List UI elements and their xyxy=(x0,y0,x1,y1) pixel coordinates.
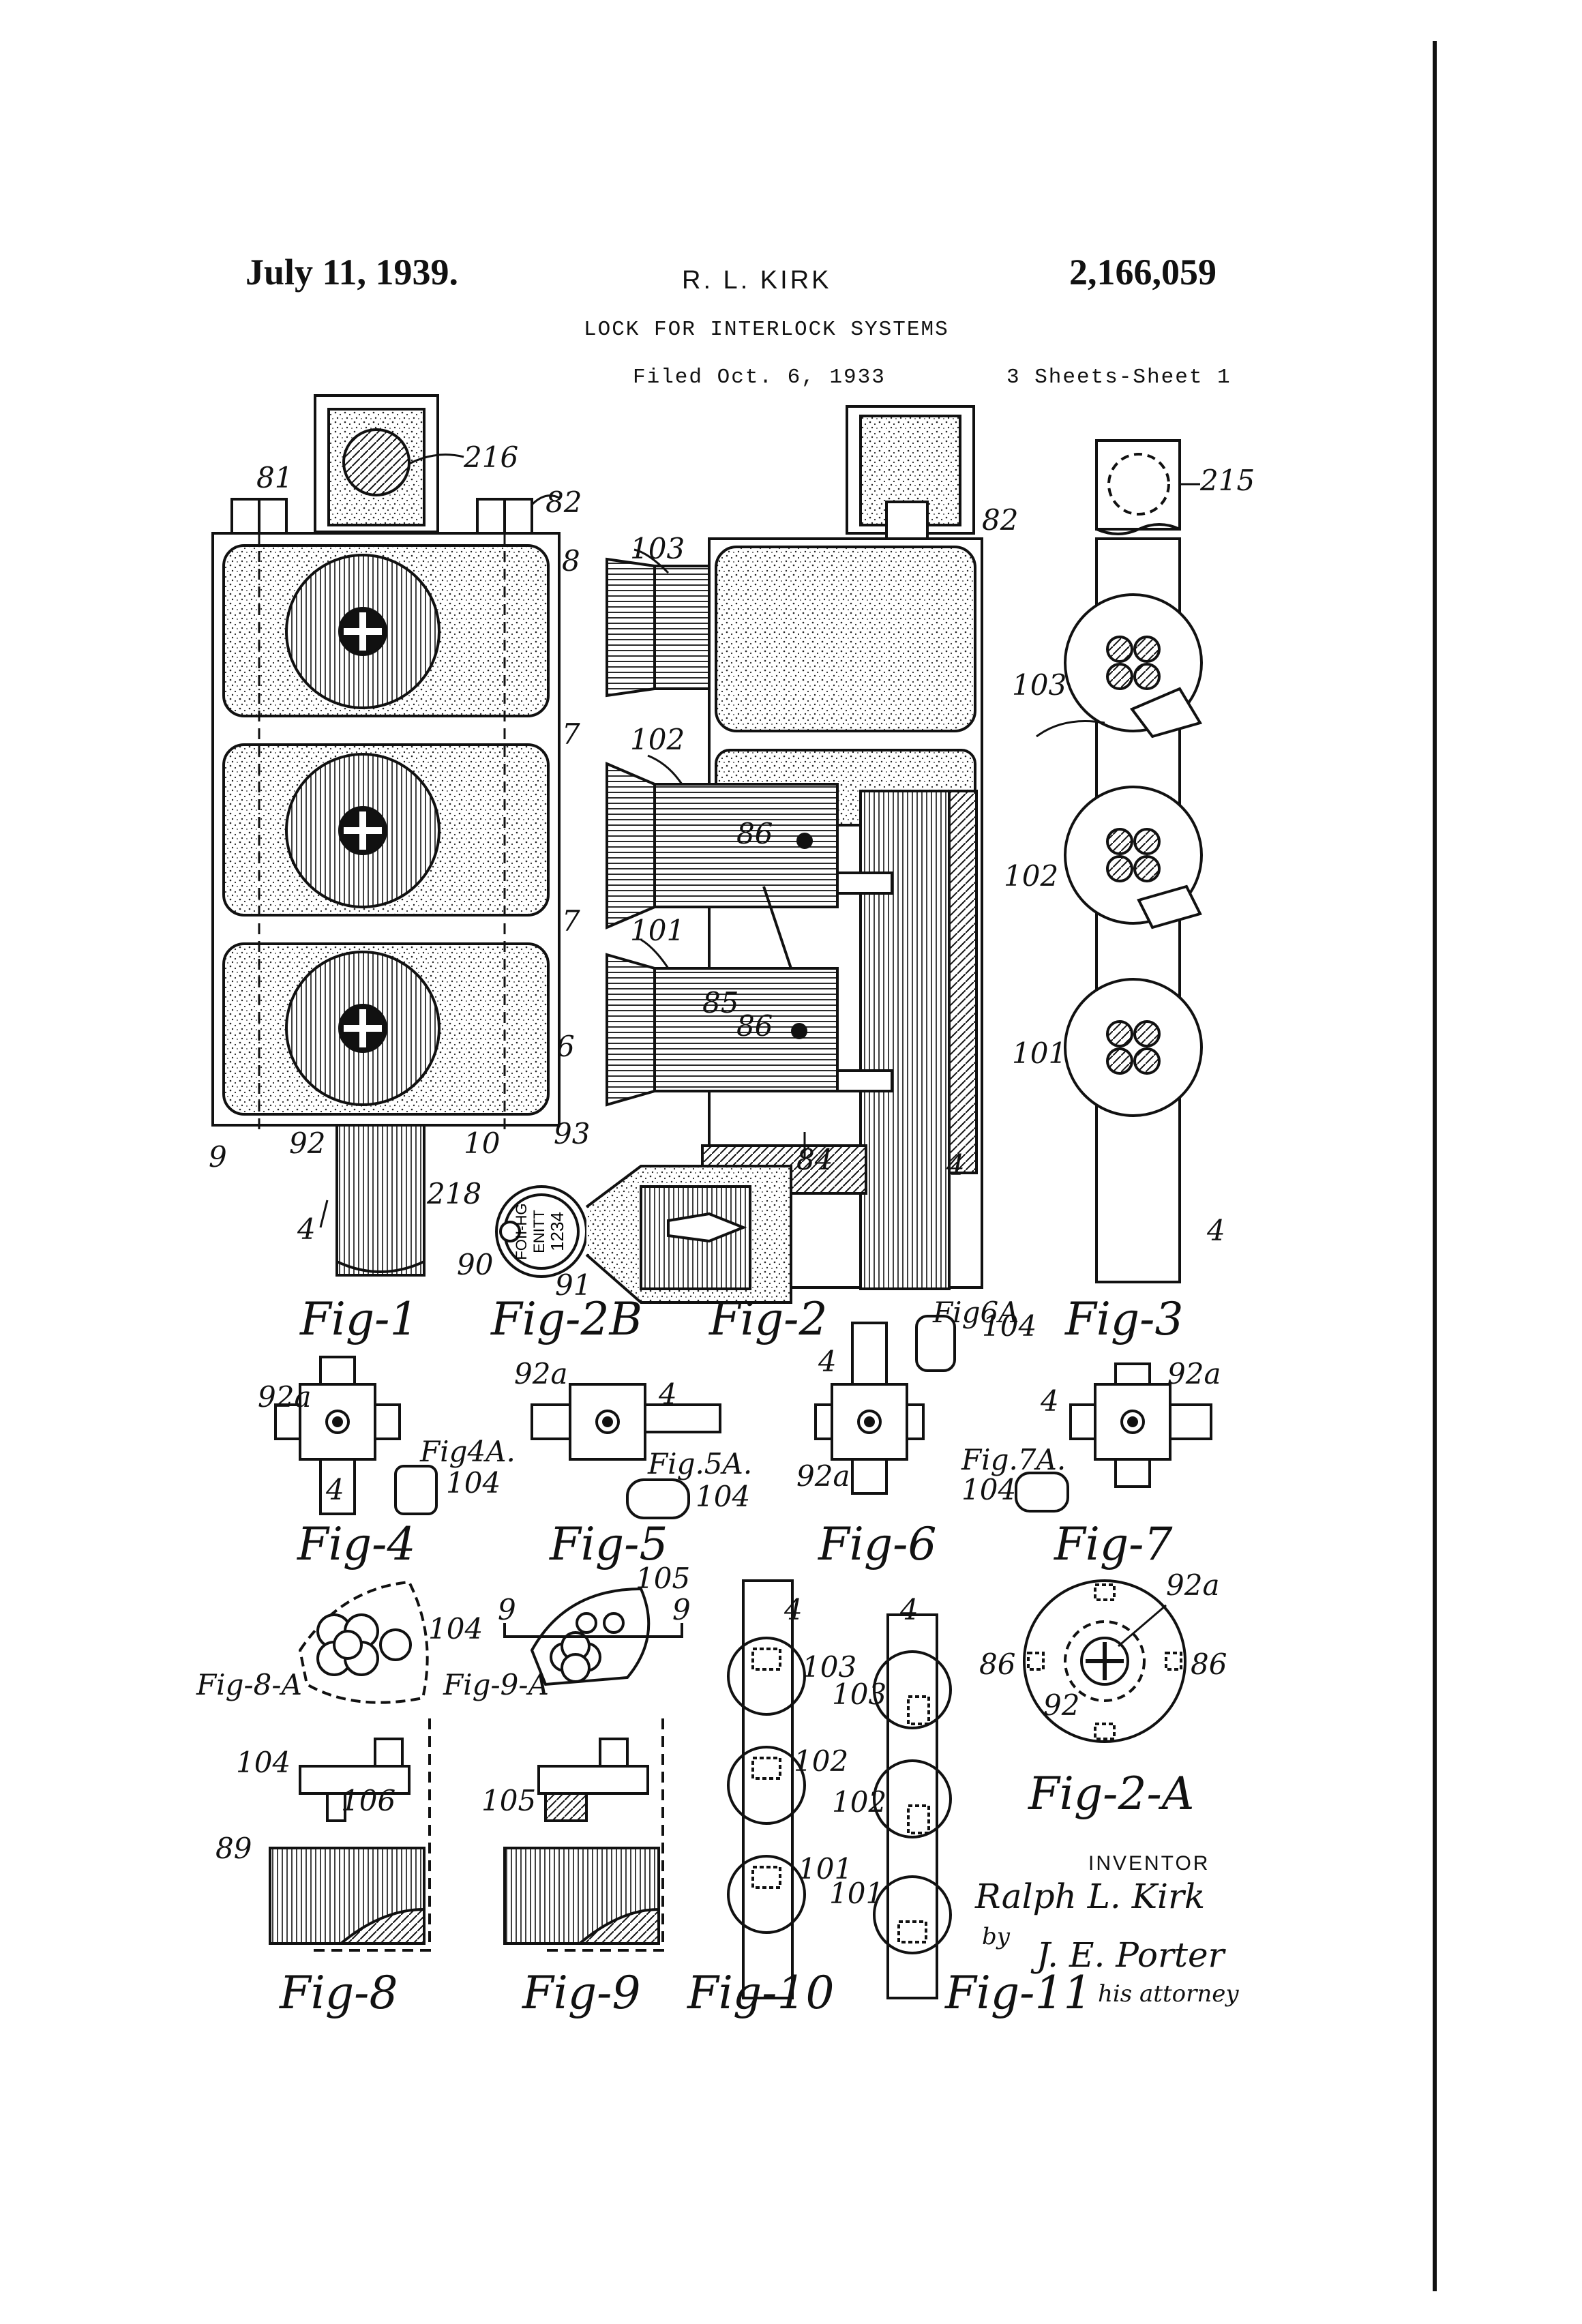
fig6-label: Fig-6 xyxy=(818,1518,936,1570)
ref-101: 101 xyxy=(829,1877,884,1910)
ref-86: 86 xyxy=(736,1009,773,1043)
ref-102: 102 xyxy=(1004,859,1058,893)
ref-10: 10 xyxy=(464,1127,500,1160)
ref-105: 105 xyxy=(636,1562,690,1595)
ref-81: 81 xyxy=(256,461,293,494)
ref-104: 104 xyxy=(236,1746,290,1779)
key-tag-line2: ENITT xyxy=(531,1210,548,1253)
ref-101: 101 xyxy=(1012,1037,1066,1070)
ref-89: 89 xyxy=(215,1832,252,1865)
fig2-label: Fig-2 xyxy=(709,1293,827,1345)
ref-4: 4 xyxy=(659,1377,677,1411)
fig10-label: Fig-10 xyxy=(687,1967,834,2019)
fig1-label: Fig-1 xyxy=(300,1293,418,1345)
fig4a-label: Fig4A. xyxy=(420,1435,516,1468)
ref-102: 102 xyxy=(794,1744,848,1778)
ref-4: 4 xyxy=(900,1593,919,1626)
ref-92a: 92a xyxy=(1167,1357,1221,1390)
ref-82: 82 xyxy=(982,503,1018,537)
ref-86: 86 xyxy=(1191,1648,1227,1681)
ref-92a: 92a xyxy=(258,1380,311,1414)
ref-93: 93 xyxy=(554,1117,590,1150)
ref-216: 216 xyxy=(464,441,518,474)
ref-102: 102 xyxy=(630,723,685,756)
ref-104: 104 xyxy=(446,1466,501,1500)
by-label: by xyxy=(982,1923,1010,1950)
ref-9: 9 xyxy=(672,1593,691,1626)
ref-4: 4 xyxy=(1207,1214,1225,1247)
ref-92a: 92a xyxy=(796,1459,850,1493)
fig2a-label: Fig-2-A xyxy=(1028,1768,1194,1820)
fig7a-label: Fig.7A. xyxy=(961,1443,1066,1476)
fig8a-label: Fig-8-A xyxy=(196,1668,302,1701)
fig8-9-drawings xyxy=(270,1718,663,1950)
ref-106: 106 xyxy=(341,1784,395,1817)
ref-92: 92 xyxy=(289,1127,325,1160)
inventor-label: INVENTOR xyxy=(1088,1852,1210,1875)
ref-86: 86 xyxy=(979,1648,1015,1681)
ref-92a: 92a xyxy=(514,1357,567,1390)
ref-91: 91 xyxy=(555,1268,591,1302)
fig1-drawing xyxy=(213,396,559,1275)
ref-85: 85 xyxy=(702,986,738,1019)
ref-9: 9 xyxy=(209,1140,227,1174)
ref-8: 8 xyxy=(562,544,580,578)
ref-103: 103 xyxy=(630,532,685,565)
ref-4: 4 xyxy=(784,1593,803,1626)
lens-216 xyxy=(344,430,409,495)
ref-104: 104 xyxy=(696,1480,750,1513)
ref-4: 4 xyxy=(818,1345,837,1378)
attorney-label: his attorney xyxy=(1098,1980,1239,2008)
ref-218: 218 xyxy=(427,1177,481,1210)
key-tag-line3: 1234 xyxy=(547,1212,567,1251)
ref-215: 215 xyxy=(1200,464,1255,497)
fig8-label: Fig-8 xyxy=(280,1967,398,2019)
fig9-label: Fig-9 xyxy=(522,1967,640,2019)
ref-104: 104 xyxy=(982,1309,1036,1343)
ref-84: 84 xyxy=(796,1143,833,1176)
fig5a-label: Fig.5A. xyxy=(648,1447,752,1480)
ref-4: 4 xyxy=(1041,1384,1059,1418)
attorney-signature: J. E. Porter xyxy=(1036,1935,1224,1975)
inventor-signature: Ralph L. Kirk xyxy=(975,1877,1205,1916)
ref-4: 4 xyxy=(946,1148,965,1182)
fig7-label: Fig-7 xyxy=(1054,1518,1172,1570)
ref-7: 7 xyxy=(562,904,580,938)
ref-103: 103 xyxy=(1012,668,1066,702)
ref-9: 9 xyxy=(498,1593,516,1626)
fig3-label: Fig-3 xyxy=(1065,1293,1183,1345)
ref-90: 90 xyxy=(457,1248,493,1281)
ref-6: 6 xyxy=(556,1030,575,1063)
ref-4: 4 xyxy=(297,1212,316,1246)
fig9a-label: Fig-9-A xyxy=(443,1668,549,1701)
ref-92: 92 xyxy=(1043,1688,1079,1722)
fig3-drawing xyxy=(1065,441,1202,1282)
ref-4: 4 xyxy=(326,1473,344,1506)
ref-105: 105 xyxy=(481,1784,536,1817)
ref-7: 7 xyxy=(562,717,580,751)
ref-92a: 92a xyxy=(1166,1568,1219,1602)
key-tag-line1: FOII-HG xyxy=(513,1203,530,1260)
ref-104: 104 xyxy=(428,1612,483,1645)
fig4-label: Fig-4 xyxy=(297,1518,415,1570)
ref-104: 104 xyxy=(961,1473,1016,1506)
ref-101: 101 xyxy=(630,914,685,947)
ref-86: 86 xyxy=(736,817,773,850)
ref-103: 103 xyxy=(832,1678,886,1711)
ref-82: 82 xyxy=(546,486,582,519)
ref-102: 102 xyxy=(832,1785,886,1819)
